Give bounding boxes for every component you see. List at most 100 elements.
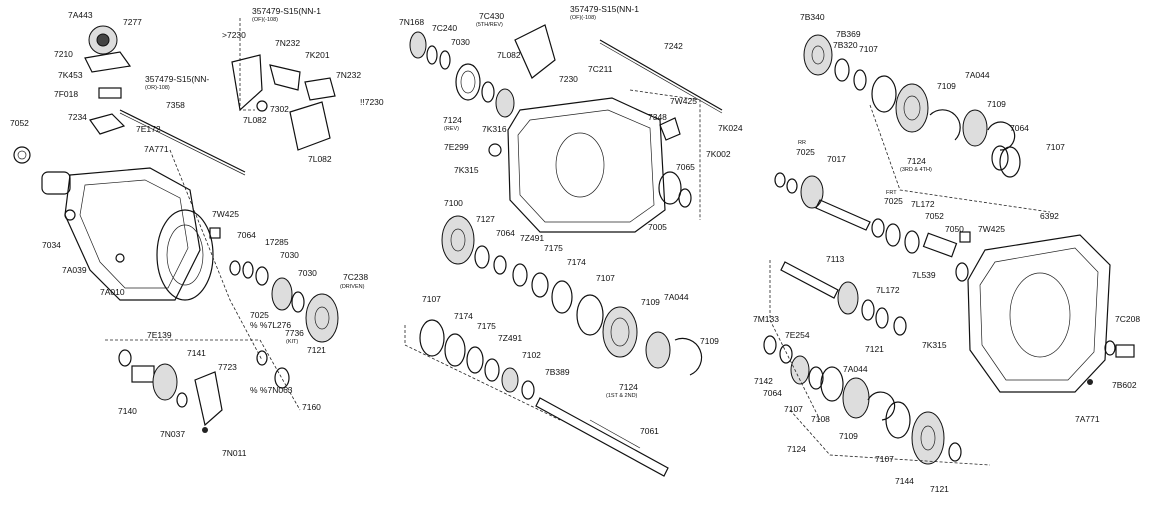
label-7107d: 7107: [1046, 142, 1065, 152]
ring-7107d: [999, 146, 1021, 178]
ring-7m133: [763, 335, 777, 355]
ring-7107b: [419, 319, 445, 357]
label-7144: 7144: [895, 476, 914, 486]
ring-7107f: [885, 401, 911, 439]
label-frt: FRT: [886, 190, 897, 196]
label-7a771a: 7A771: [144, 144, 169, 154]
ring-7030b: [291, 291, 305, 313]
label-7c238: 7C238: [343, 272, 368, 282]
ring-7174b: [444, 333, 466, 367]
label-7030a: 7030: [280, 250, 299, 260]
label-7124b: 7124: [619, 382, 638, 392]
hub-7124-12: [645, 331, 671, 369]
label-7230b: !!7230: [360, 97, 384, 107]
label-7l082a: 7L082: [243, 115, 267, 125]
label-7030c: 7030: [451, 37, 470, 47]
label-7109d: 7109: [987, 99, 1006, 109]
case-bell-inner: [166, 224, 204, 286]
label-7124d: 7124: [787, 444, 806, 454]
leader-line-4: [404, 325, 561, 421]
case-7034: [64, 167, 201, 301]
label-7174a: 7174: [567, 257, 586, 267]
ring-7175: [531, 272, 549, 298]
seal-7052: [13, 146, 31, 164]
label-7160: 7160: [302, 402, 321, 412]
gear-7100: [441, 215, 475, 265]
label-7k002: 7K002: [706, 149, 731, 159]
label-7065: 7065: [676, 162, 695, 172]
leader-line-2: [105, 339, 301, 411]
label-7w425a: 7W425: [212, 209, 239, 219]
label-357479b: 357479-S15(NN-1: [252, 6, 321, 16]
label-7124a: 7124: [443, 115, 462, 125]
label-7b340: 7B340: [800, 12, 825, 22]
snapring-7109e: [867, 391, 896, 421]
leader-line-7: [769, 260, 821, 421]
plug-7034: [64, 209, 76, 221]
label-7064c: 7064: [1010, 123, 1029, 133]
label-357479a-sub: (OR)-108): [145, 85, 170, 91]
label-7f018: 7F018: [54, 89, 78, 99]
ring-7174: [551, 280, 573, 314]
sleeve-7124-34: [895, 83, 929, 133]
label-7100: 7100: [444, 198, 463, 208]
sleeve-7124d: [842, 377, 870, 419]
label-7109c: 7109: [937, 81, 956, 91]
ring-7l172b: [875, 307, 889, 329]
label-7025b: 7025: [796, 147, 815, 157]
label-7a044a: 7A044: [664, 292, 689, 302]
magnet-7e299: [488, 143, 502, 157]
label-7e139: 7E139: [147, 330, 172, 340]
label-7n037: 7N037: [160, 429, 185, 439]
gear-7144: [911, 411, 945, 465]
bolt-7n011: [202, 427, 208, 433]
pin-7302: [256, 100, 268, 112]
label-7z491b: 7Z491: [498, 333, 522, 343]
snapring-7109: [674, 337, 703, 376]
label-6392: 6392: [1040, 211, 1059, 221]
label-1st2nd: (1ST & 2ND): [606, 393, 638, 399]
part-7348: [659, 117, 681, 141]
label-7z491a: 7Z491: [520, 233, 544, 243]
middle-assembly: [404, 24, 723, 477]
ring-7c208: [1104, 340, 1116, 356]
label-7121a: 7121: [307, 345, 326, 355]
label-7n168: 7N168: [399, 17, 424, 27]
gear-7141: [152, 363, 178, 401]
label-17285: 17285: [265, 237, 289, 247]
label-7n063: % %7N063: [250, 385, 293, 395]
label-7k453: 7K453: [58, 70, 83, 80]
ring-7025c: [871, 218, 885, 238]
shaft-7017: [815, 199, 871, 231]
label-7a044c: 7A044: [843, 364, 868, 374]
fork-7230c: [514, 24, 556, 79]
fork-7230b: [289, 101, 331, 151]
label-7b369: 7B369: [836, 29, 861, 39]
gear-7c238-hub: [314, 306, 330, 330]
label-357479b-sub: (OF)(-108): [252, 17, 278, 23]
label-7230c: 7230: [559, 74, 578, 84]
hub-7124: [481, 81, 495, 103]
label-7109e: 7109: [839, 431, 858, 441]
label-7a044b: 7A044: [965, 70, 990, 80]
label-7358: 7358: [166, 100, 185, 110]
ring-7121c: [948, 442, 962, 462]
label-7025c: 7025: [884, 196, 903, 206]
sleeve-7124-12-inner: [610, 317, 630, 347]
gear-7025: [271, 277, 293, 311]
ring-7107: [576, 294, 604, 336]
label-7e172: 7E172: [136, 124, 161, 134]
ring-7030: [255, 266, 269, 286]
sleeve-7124-rev: [455, 63, 481, 101]
gear-7n168: [409, 31, 427, 59]
label-357479a: 357479-S15(NN-: [145, 74, 209, 84]
housing-6392-inner: [979, 247, 1099, 381]
label-7n232b: 7N232: [336, 70, 361, 80]
rail-7242-edge: [599, 42, 723, 114]
label-7017: 7017: [827, 154, 846, 164]
case-7034-inner: [79, 179, 189, 289]
shaft-7061-splines: [589, 419, 641, 449]
part-7277-center: [96, 33, 110, 47]
label-7l172b: 7L172: [876, 285, 900, 295]
